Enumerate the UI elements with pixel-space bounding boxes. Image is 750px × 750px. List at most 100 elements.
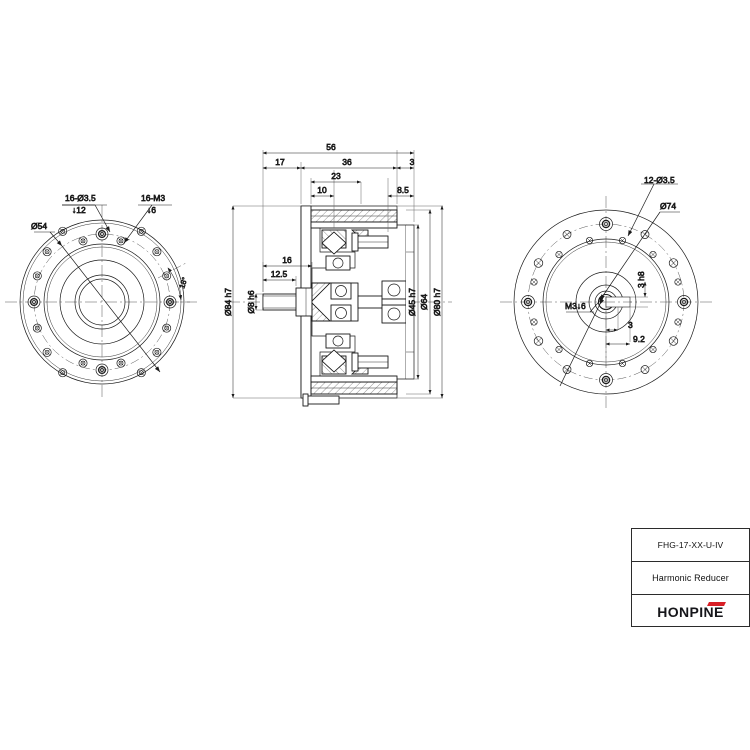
title-block-logo-row: HONPINE [632, 595, 749, 628]
left-hole [116, 236, 126, 246]
right-hole-inner [530, 318, 538, 326]
right-bolt-pitch-circle [527, 223, 685, 381]
left-hole [58, 226, 68, 236]
section-dim-17: 17 [275, 157, 285, 167]
left-circular-view: 16-Ø3.5 ↓12 16-M3 ↓6 Ø54 18° [5, 193, 200, 399]
section-dim-56: 56 [326, 142, 336, 152]
section-top-assembly [300, 209, 398, 291]
right-flange-circle [542, 238, 670, 366]
left-leader-bolt-circle [34, 231, 161, 373]
right-dim-keyway-depth: 3 h8 [636, 271, 646, 288]
section-dim-10: 10 [317, 185, 327, 195]
left-flange-circle [43, 243, 161, 361]
right-hole [521, 295, 535, 309]
right-hole-inner [530, 278, 538, 286]
right-hole [668, 258, 679, 268]
right-hole-inner [618, 359, 627, 368]
left-hole [136, 226, 146, 236]
left-outer-circle-inner [22, 222, 182, 382]
left-hole [116, 358, 126, 368]
section-output-flange [406, 224, 415, 380]
title-block: FHG-17-XX-U-IV Harmonic Reducer HONPINE [631, 528, 750, 627]
right-hole [599, 217, 613, 231]
section-right-diameters [397, 205, 444, 399]
section-lower-bolt [302, 393, 340, 407]
right-leader-bolt-circle [559, 211, 680, 387]
left-hole [152, 347, 162, 357]
left-hole [58, 368, 68, 378]
right-hole [668, 336, 679, 346]
right-leader-center-thread [566, 295, 605, 313]
left-leader-through-holes [62, 204, 111, 233]
section-dim-d45h7: Ø45 h7 [407, 288, 417, 316]
section-dim-d8h6: Ø8 h6 [246, 290, 256, 313]
right-hole [533, 336, 544, 346]
right-dim-through-holes: 12-Ø3.5 [644, 175, 675, 185]
left-dim-through-holes: 16-Ø3.5 [65, 193, 96, 203]
section-left-dimensions [262, 262, 313, 292]
left-hole [42, 247, 52, 257]
left-leader-threaded-holes [123, 204, 172, 244]
title-block-model-row: FHG-17-XX-U-IV [632, 529, 749, 562]
left-hole [78, 236, 88, 246]
section-dim-12-5: 12.5 [271, 269, 288, 279]
right-dim-keyway-span: 9.2 [633, 334, 645, 344]
right-hole [562, 230, 572, 239]
left-flange-circle-inner [46, 246, 158, 358]
left-hole [95, 363, 109, 377]
logo-accent-bar [706, 601, 726, 606]
right-hole-inner [555, 345, 563, 354]
right-hole [677, 295, 691, 309]
right-dim-keyway-width: 3 [628, 320, 633, 330]
left-dim-bolt-circle: Ø54 [31, 221, 47, 231]
right-hole-inner [649, 345, 657, 354]
right-hole-inner [674, 318, 682, 326]
section-dim-d64: Ø64 [419, 294, 429, 310]
left-hole [27, 295, 41, 309]
section-dim-8-5: 8.5 [397, 185, 409, 195]
center-cross-section-view: 56 17 36 3 23 10 8.5 16 12.5 Ø84 h7 Ø8 h… [223, 142, 452, 407]
model-number: FHG-17-XX-U-IV [657, 540, 724, 550]
right-circular-view: 12-Ø3.5 Ø74 M3↓6 3 h8 3 9.2 [500, 175, 712, 408]
section-dim-d80h7: Ø80 h7 [432, 288, 442, 316]
left-dim-index-angle: 18° [177, 276, 189, 290]
section-left-diameters [231, 205, 301, 399]
right-hole [599, 373, 613, 387]
left-hole [136, 368, 146, 378]
left-hole [95, 227, 109, 241]
right-keyway [605, 296, 634, 308]
right-hole [640, 365, 650, 374]
right-hole [533, 258, 544, 268]
left-dim-threaded-depth: ↓6 [147, 205, 156, 215]
left-bore-circle-inner [78, 278, 126, 326]
title-block-product-row: Harmonic Reducer [632, 562, 749, 595]
left-hole [162, 323, 172, 333]
left-hole [162, 271, 172, 281]
right-hole-pattern [521, 217, 691, 387]
right-hole-inner [585, 236, 594, 245]
right-hole-inner [649, 250, 657, 259]
right-flange-circle-inner [545, 241, 667, 363]
left-dim-through-depth: ↓12 [72, 205, 86, 215]
left-index-angle-mark [157, 262, 190, 303]
product-name: Harmonic Reducer [652, 573, 729, 583]
right-leader-through-holes [627, 183, 678, 237]
right-hole-inner [585, 359, 594, 368]
right-dim-center-thread: M3↓6 [565, 301, 586, 311]
section-dim-d84h7: Ø84 h7 [223, 288, 233, 316]
right-outer-circle [513, 209, 699, 395]
right-dim-bolt-circle: Ø74 [660, 201, 676, 211]
left-hole [78, 358, 88, 368]
left-hole [32, 323, 42, 333]
logo-text: HONPINE [657, 603, 724, 620]
section-dim-36: 36 [342, 157, 352, 167]
section-bottom-assembly [300, 313, 398, 395]
left-hole [42, 347, 52, 357]
section-dim-3: 3 [410, 157, 415, 167]
right-hole-inner [674, 278, 682, 286]
right-hole-inner [618, 236, 627, 245]
right-hole-inner [555, 250, 563, 259]
left-hole [152, 247, 162, 257]
